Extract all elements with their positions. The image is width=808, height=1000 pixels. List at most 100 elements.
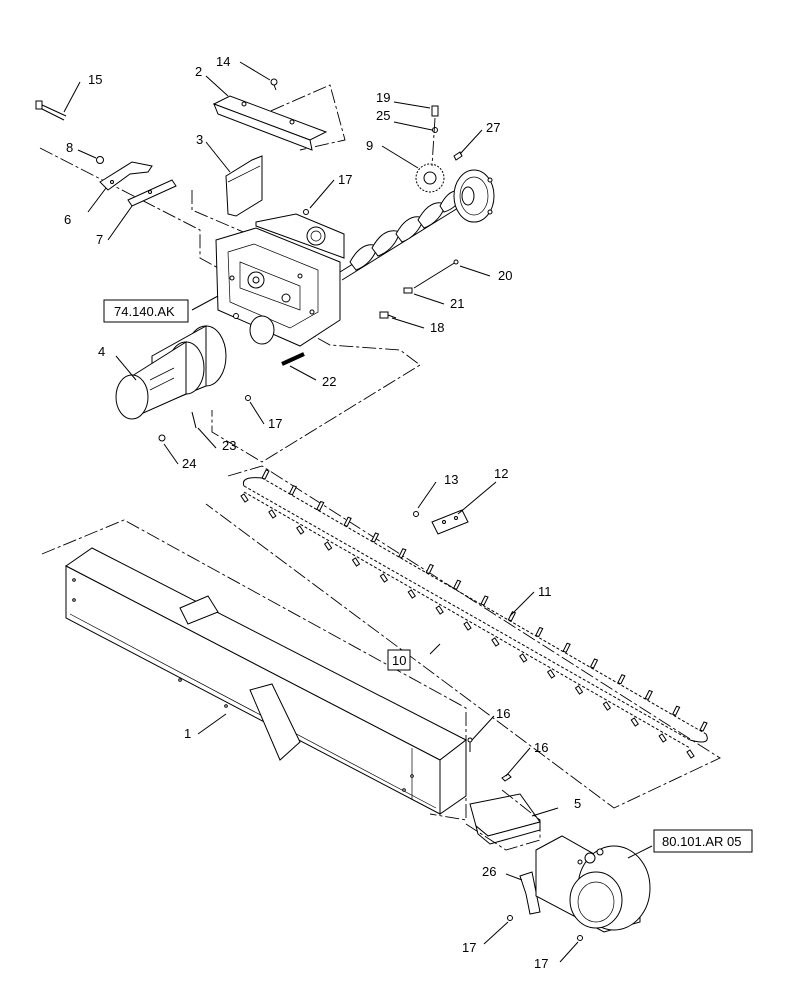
chain-paddle-lower <box>435 605 444 615</box>
washer-part-25 <box>432 127 438 133</box>
chain-paddle-upper <box>644 689 653 701</box>
callout-5: 5 <box>574 796 581 811</box>
leader-lines <box>63 61 653 963</box>
chain-paddle-upper <box>261 469 270 480</box>
chain-paddle-lower <box>463 621 472 631</box>
callout-20: 20 <box>498 268 512 283</box>
reference-box-10[interactable]: 10 <box>387 649 411 671</box>
callout-16-b: 16 <box>534 740 548 755</box>
chain-paddle-upper <box>562 642 571 653</box>
chain-paddles <box>240 469 708 759</box>
nut-part-17-d <box>577 935 583 941</box>
housing-part-1 <box>65 547 467 815</box>
chain-paddle-lower <box>519 653 528 663</box>
chain-paddle-upper <box>589 658 599 669</box>
clip-part-21 <box>403 287 413 294</box>
screw-part-14 <box>270 78 278 91</box>
chain-paddle-lower <box>407 589 416 599</box>
chain-paddle-upper <box>617 674 626 685</box>
callout-22: 22 <box>322 374 336 389</box>
callout-2: 2 <box>195 64 202 79</box>
chain-paddle-lower <box>686 749 695 759</box>
chain-paddle-upper <box>480 595 489 606</box>
chain-paddle-lower <box>323 541 333 551</box>
drive-head <box>535 835 651 933</box>
key-part-22 <box>281 352 305 366</box>
chain-paddle-upper <box>370 532 380 543</box>
reference-box-80101[interactable]: 80.101.AR 05 <box>653 829 753 853</box>
plate-part-12 <box>431 509 469 535</box>
housing-group-outline <box>41 519 467 821</box>
callout-9: 9 <box>366 138 373 153</box>
reference-label-74140: 74.140.AK <box>114 304 175 319</box>
callout-7: 7 <box>96 232 103 247</box>
chain-paddle-upper <box>699 721 708 732</box>
bolt-part-19 <box>431 105 439 117</box>
gearbox-housing <box>215 213 345 347</box>
callout-16-a: 16 <box>496 706 510 721</box>
chain-paddle-upper <box>343 516 352 527</box>
nut-part-24 <box>158 434 166 442</box>
callout-3: 3 <box>196 132 203 147</box>
nut-part-17-b <box>245 395 251 401</box>
chain-paddle-lower <box>630 717 639 727</box>
chain-paddle-upper <box>316 500 325 512</box>
flange-bearing <box>453 169 495 223</box>
callout-11: 11 <box>538 584 552 599</box>
stud-part-23 <box>191 411 197 429</box>
nut-part-8 <box>96 156 104 164</box>
chain-paddle-upper <box>671 705 681 716</box>
callout-6: 6 <box>64 212 71 227</box>
nut-part-17-c <box>507 915 513 921</box>
reference-label-80101: 80.101.AR 05 <box>662 834 742 849</box>
plate-part-3 <box>225 155 263 217</box>
bolt-part-18 <box>379 311 397 319</box>
reference-label-10: 10 <box>392 653 406 668</box>
chain-paddle-lower <box>602 701 612 711</box>
callout-13: 13 <box>444 472 458 487</box>
callout-27: 27 <box>486 120 500 135</box>
chain-paddle-lower <box>379 573 389 583</box>
callout-21: 21 <box>450 296 464 311</box>
bracket-part-26 <box>519 871 541 915</box>
callout-14: 14 <box>216 54 230 69</box>
chain-paddle-upper <box>507 611 517 622</box>
chain-paddle-lower <box>546 669 556 679</box>
callout-8: 8 <box>66 140 73 155</box>
callout-17-c: 17 <box>462 940 476 955</box>
bolt-part-15 <box>35 100 67 121</box>
lower-group-outline <box>465 789 541 851</box>
callout-17-a: 17 <box>338 172 352 187</box>
callout-4: 4 <box>98 344 105 359</box>
chain-paddle-upper <box>452 579 462 590</box>
upper-group-outline <box>39 147 421 463</box>
bracket-part-2 <box>212 95 328 151</box>
chain-group-outline <box>205 465 721 809</box>
chain-paddle-lower <box>296 525 305 535</box>
sprocket-part-9 <box>415 163 445 193</box>
chain-paddle-lower <box>491 637 500 647</box>
chain-paddle-upper <box>425 563 434 575</box>
screw-part-16-a <box>467 737 473 752</box>
nut-part-13 <box>413 511 419 517</box>
rod-part-20 <box>413 259 459 289</box>
strap-part-6 <box>99 161 153 191</box>
shield-part-5 <box>469 793 541 845</box>
motor-part-4 <box>115 325 227 420</box>
callout-17-d: 17 <box>534 956 548 971</box>
callout-19: 19 <box>376 90 390 105</box>
chain-paddle-lower <box>268 509 277 519</box>
chain-paddle-upper <box>535 626 544 638</box>
callout-1: 1 <box>184 726 191 741</box>
callout-17-b: 17 <box>268 416 282 431</box>
callout-24: 24 <box>182 456 196 471</box>
chain-paddle-lower <box>240 493 249 503</box>
nut-part-17-a <box>303 209 309 215</box>
chain-paddle-lower <box>574 685 584 695</box>
chain-paddle-lower <box>351 557 361 567</box>
reference-box-74140[interactable]: 74.140.AK <box>103 299 189 323</box>
callout-26: 26 <box>482 864 496 879</box>
chain-part-11 <box>242 477 708 749</box>
chain-paddle-upper <box>398 548 407 559</box>
